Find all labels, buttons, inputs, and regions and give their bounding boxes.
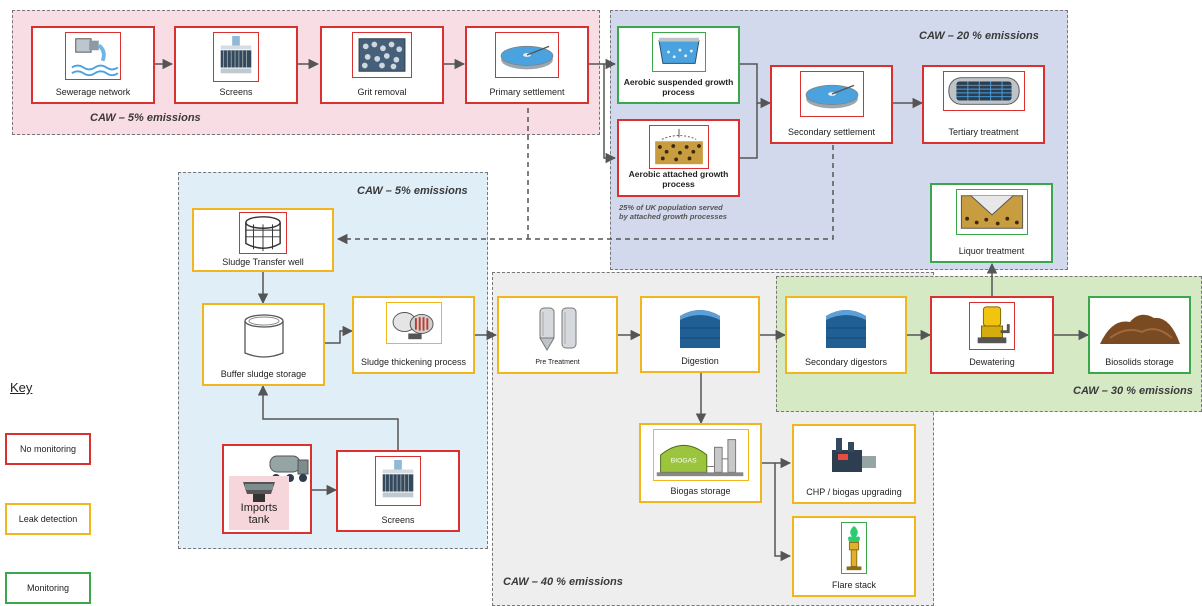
digester-tank-icon (822, 304, 870, 354)
biogas-storage-node[interactable]: BIOGAS Biogas storage (639, 423, 762, 503)
flare-icon (841, 522, 867, 574)
buffer-sludge-storage-node[interactable]: Buffer sludge storage (202, 303, 325, 386)
dewatering-node[interactable]: Dewatering (930, 296, 1054, 374)
pre-treatment-tanks-icon (532, 304, 584, 356)
region-label: CAW – 5% emissions (357, 185, 468, 197)
return-sludge-dashed (336, 145, 834, 245)
imports-tank-node[interactable]: Imports tank (222, 444, 312, 534)
node-label: Imports tank (240, 502, 278, 526)
sewerage-network-node[interactable]: Sewerage network (31, 26, 155, 104)
flow-arrow (740, 103, 758, 159)
key-no-monitoring: No monitoring (5, 433, 91, 465)
node-label: CHP / biogas upgrading (806, 486, 902, 497)
screens-node[interactable]: Screens (174, 26, 298, 104)
aerobic-suspended-growth-node[interactable]: Aerobic suspended growth process (617, 26, 740, 104)
filter-bed-icon (648, 125, 709, 169)
node-label: Buffer sludge storage (220, 368, 307, 379)
region-label: CAW – 40 % emissions (503, 576, 623, 588)
flow-arrow (774, 463, 792, 562)
well-icon (239, 212, 287, 254)
soil-pile-icon (1098, 308, 1182, 348)
node-label: Grit removal (357, 86, 407, 97)
sludge-thickening-node[interactable]: Sludge thickening process (352, 296, 475, 374)
node-label: Aerobic attached growth process (628, 169, 729, 190)
pre-treatment-node[interactable]: Pre Treatment (497, 296, 618, 374)
region-label: CAW – 20 % emissions (919, 30, 1039, 42)
sewer-pipe-icon (65, 32, 121, 80)
liquor-hopper-icon (955, 189, 1028, 235)
flow-arrow (325, 325, 354, 344)
node-label: Secondary digestors (804, 356, 888, 367)
settlement-tank-icon (495, 32, 559, 78)
hopper-icon (243, 482, 275, 502)
region-label: CAW – 30 % emissions (1073, 385, 1193, 397)
node-label: Biosolids storage (1105, 356, 1174, 367)
screens-import-node[interactable]: Screens (336, 450, 460, 532)
thickener-drum-icon (385, 302, 442, 344)
tertiary-filter-icon (942, 71, 1025, 111)
node-label: Biogas storage (670, 485, 731, 496)
digestion-node[interactable]: Digestion (640, 296, 760, 373)
key-label: Monitoring (26, 583, 70, 593)
key-monitoring: Monitoring (5, 572, 91, 604)
node-label: Screens (219, 86, 253, 97)
grit-tank-icon (352, 32, 412, 78)
node-label: Aerobic suspended growth process (623, 77, 734, 98)
imports-tank-panel: Imports tank (229, 476, 289, 530)
settlement-tank-icon (799, 71, 864, 117)
grit-removal-node[interactable]: Grit removal (320, 26, 444, 104)
key-title: Key (10, 380, 33, 395)
node-label: Tertiary treatment (948, 126, 1019, 137)
node-label: Sludge Transfer well (222, 256, 304, 267)
tertiary-treatment-node[interactable]: Tertiary treatment (922, 65, 1045, 144)
key-label: Leak detection (18, 514, 78, 524)
aeration-tank-icon (651, 32, 706, 72)
flow-arrow (740, 63, 772, 109)
cylinder-tank-icon (241, 313, 287, 361)
node-label: Sewerage network (55, 86, 131, 97)
node-label: Flare stack (831, 579, 876, 590)
key-label: No monitoring (19, 444, 77, 454)
pump-icon (969, 302, 1015, 350)
gas-holder-icon: BIOGAS (652, 429, 749, 481)
node-label: Dewatering (969, 356, 1015, 367)
key-leak-detection: Leak detection (5, 503, 91, 535)
secondary-settlement-node[interactable]: Secondary settlement (770, 65, 893, 144)
sludge-transfer-well-node[interactable]: Sludge Transfer well (192, 208, 334, 272)
node-label: Secondary settlement (787, 126, 876, 137)
node-label: Primary settlement (489, 86, 565, 97)
aerobic-attached-growth-node[interactable]: Aerobic attached growth process (617, 119, 740, 197)
screen-filter-icon (375, 456, 421, 506)
node-label: Digestion (681, 355, 719, 366)
node-label: Liquor treatment (958, 245, 1025, 256)
screen-filter-icon (213, 32, 259, 82)
node-label: Sludge thickening process (360, 356, 467, 367)
flow-arrow (257, 384, 399, 450)
attached-growth-note: 25% of UK population served by attached … (619, 203, 727, 221)
region-label: CAW – 5% emissions (90, 112, 201, 124)
biosolids-storage-node[interactable]: Biosolids storage (1088, 296, 1191, 374)
chp-engine-icon (826, 432, 882, 480)
flare-stack-node[interactable]: Flare stack (792, 516, 916, 597)
primary-settlement-node[interactable]: Primary settlement (465, 26, 589, 104)
digester-tank-icon (676, 304, 724, 354)
biogas-tank-text: BIOGAS (670, 458, 696, 465)
chp-biogas-upgrading-node[interactable]: CHP / biogas upgrading (792, 424, 916, 504)
node-label: Screens (381, 514, 415, 525)
flow-arrow (603, 64, 617, 164)
secondary-digestors-node[interactable]: Secondary digestors (785, 296, 907, 374)
node-label: Pre Treatment (535, 358, 580, 366)
liquor-treatment-node[interactable]: Liquor treatment (930, 183, 1053, 263)
